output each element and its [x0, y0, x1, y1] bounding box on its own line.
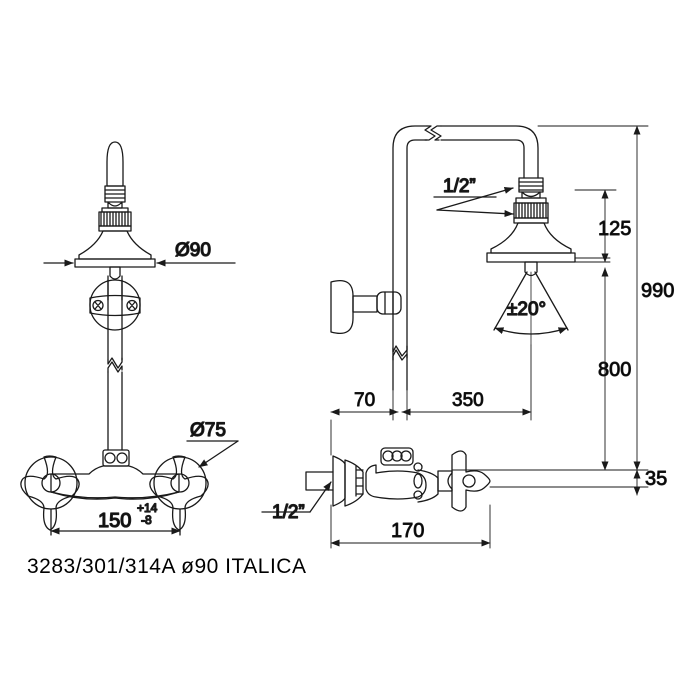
dimension-outlet-height-text: 800 — [598, 359, 631, 381]
cross-handle-side[interactable] — [447, 450, 491, 512]
dimension-head-reach-text: 350 — [452, 390, 484, 411]
dimension-wall-offset-text: 70 — [354, 390, 375, 411]
dimension-overall-height: 990 — [633, 125, 675, 471]
spray-cone: ±20° — [493, 271, 569, 346]
dimension-projection: 170 — [330, 520, 491, 547]
dimension-escutcheon-diameter-text: Ø75 — [190, 420, 226, 441]
dimension-centres-text: 150 — [98, 510, 131, 532]
dimension-overall-height-text: 990 — [641, 280, 674, 302]
gooseneck-pipe — [392, 125, 539, 391]
cross-handle-left[interactable] — [20, 455, 80, 531]
dimension-network: 70 350 170 125 800 990 35 — [330, 125, 675, 549]
label-inlet-thread-top: 1/2” — [433, 175, 514, 218]
dimension-outlet-height: 800 — [598, 267, 632, 471]
wall-bracket-front — [89, 279, 141, 361]
side-elevation-view: ±20° 1/2” — [261, 125, 576, 524]
dimension-head-reach: 350 — [401, 390, 532, 416]
dimension-head-diameter-text: Ø90 — [175, 240, 211, 261]
drawing-caption: 3283/301/314A ø90 ITALICA — [27, 555, 306, 578]
front-elevation-view: Ø90 Ø75 150 +14 -8 — [20, 141, 239, 536]
dimension-head-height: 125 — [598, 189, 632, 263]
label-inlet-thread-bottom-text: 1/2” — [272, 502, 305, 523]
mixer-body-side — [305, 447, 491, 512]
wall-bracket-side — [330, 279, 402, 335]
dimension-inlet-height: 35 — [633, 468, 668, 496]
dimension-centres-tol-minus: -8 — [141, 513, 152, 527]
dimension-centres: 150 +14 -8 — [50, 500, 181, 536]
dimension-wall-offset: 70 — [330, 390, 399, 416]
label-inlet-thread-top-text: 1/2” — [443, 176, 476, 197]
mixer-body-front — [50, 449, 180, 500]
dimension-spray-angle-text: ±20° — [507, 299, 546, 320]
dimension-head-height-text: 125 — [598, 218, 631, 240]
break-symbol-side — [392, 345, 408, 361]
dimension-inlet-height-text: 35 — [645, 468, 667, 490]
dimension-escutcheon-diameter: Ø75 — [186, 419, 239, 468]
shower-head-side — [486, 177, 576, 277]
dimension-projection-text: 170 — [391, 520, 424, 542]
dimension-head-diameter: Ø90 — [43, 239, 236, 267]
shower-head-front — [74, 141, 156, 280]
break-symbol-front — [107, 357, 123, 451]
dimension-centres-tol-plus: +14 — [137, 501, 158, 515]
label-inlet-thread-bottom: 1/2” — [261, 481, 332, 524]
